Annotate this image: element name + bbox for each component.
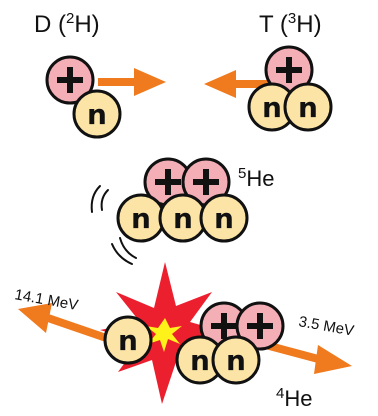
deuterium-nucleus: n — [45, 55, 122, 139]
neutron: n — [116, 193, 166, 243]
helium5-nucleus: n n n — [90, 157, 249, 265]
svg-text:n: n — [262, 91, 282, 124]
wobble-lines — [90, 185, 137, 265]
helium5-label: 5He — [238, 165, 274, 191]
free-neutron: n — [103, 315, 153, 365]
neutron-energy-arrow — [18, 303, 114, 344]
neutron: n — [211, 335, 261, 385]
neutron: n — [199, 193, 249, 243]
svg-text:n: n — [87, 98, 107, 131]
neutron: n — [158, 193, 208, 243]
helium4-label: 4He — [276, 385, 312, 411]
svg-text:n: n — [118, 324, 138, 357]
neutron: n — [72, 89, 122, 139]
svg-text:n: n — [226, 344, 246, 377]
svg-text:n: n — [131, 202, 151, 235]
svg-text:n: n — [190, 344, 210, 377]
deuterium-label: D (2H) — [34, 10, 100, 38]
helium-energy-label: 3.5 MeV — [297, 313, 355, 339]
tritium-nucleus: n n — [247, 45, 333, 132]
helium-energy-arrow — [260, 340, 352, 374]
neutron: n — [283, 82, 333, 132]
svg-text:n: n — [214, 202, 234, 235]
helium4-nucleus: n n — [175, 301, 285, 385]
tritium-label: T (3H) — [259, 10, 322, 38]
neutron: n — [175, 335, 225, 385]
svg-text:n: n — [173, 202, 193, 235]
neutron: n — [247, 82, 297, 132]
deuterium-arrow — [98, 68, 166, 96]
svg-text:n: n — [298, 91, 318, 124]
